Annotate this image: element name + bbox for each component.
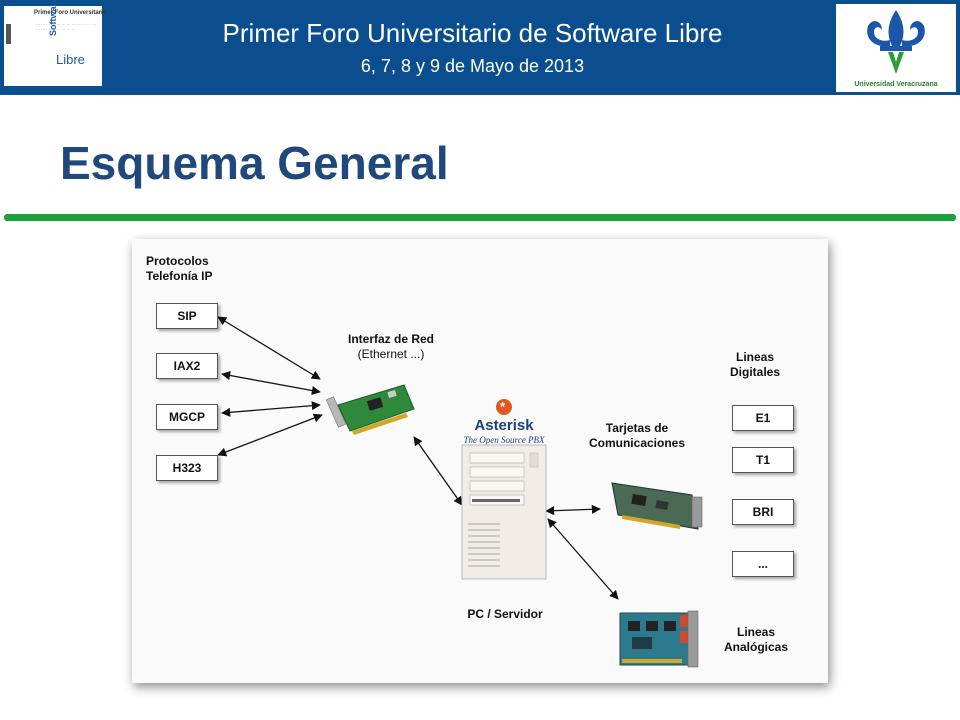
analog-card-icon (619, 610, 699, 668)
uv-logo: Universidad Veracruzana (836, 4, 956, 92)
digital-line-box-e1: E1 (732, 405, 794, 431)
analog-lines-label: Lineas Analógicas (723, 625, 789, 654)
svg-text:*: * (500, 399, 506, 414)
server-tower-icon (461, 444, 547, 580)
foro-logo: Primer Foro Universitario ··· ··· ··· ··… (4, 0, 106, 86)
digital-line-box-bri: BRI (732, 499, 794, 525)
protocols-label: Protocolos Telefonía IP (146, 254, 213, 283)
arrow-h323 (217, 413, 323, 457)
asterisk-name: Asterisk (474, 417, 534, 434)
network-card-icon (325, 384, 415, 435)
slide-title: Esquema General (60, 137, 449, 189)
arrow-server-digital-card (545, 504, 601, 516)
digital-line-box-t1: T1 (732, 447, 794, 473)
digital-line-box-more: ... (732, 551, 794, 577)
diagram-canvas: * Asterisk The Open Source PBX (217, 316, 703, 668)
logo-word-software: Software (48, 0, 58, 36)
arrow-sip (217, 316, 321, 380)
arrow-iax2 (221, 371, 321, 395)
logo-bar (6, 24, 11, 44)
logo-word-cloud: ··· ··· ··· ··· ··· ··· ··· ··· ··· ··· … (36, 22, 97, 32)
logo-title: Primer Foro Universitario (34, 10, 107, 16)
network-interface-label: Interfaz de Red (Ethernet ...) (336, 332, 446, 362)
protocol-box-sip: SIP (156, 303, 218, 329)
network-interface-title: Interfaz de Red (347, 332, 434, 346)
arrow-net-server (413, 436, 463, 506)
logo-word-libre: Libre (56, 52, 85, 67)
protocol-box-iax2: IAX2 (156, 353, 218, 379)
server-label: PC / Servidor (467, 607, 543, 621)
arrow-server-analog-card (547, 518, 619, 600)
asterisk-logo: * (496, 399, 512, 415)
protocol-box-mgcp: MGCP (156, 404, 218, 430)
title-underline (4, 214, 956, 221)
diagram-frame: * Asterisk The Open Source PBX (132, 239, 828, 683)
cards-label: Tarjetas de Comunicaciones (588, 421, 686, 450)
asterisk-tagline: The Open Source PBX (464, 435, 545, 445)
header-subtitle: 6, 7, 8 y 9 de Mayo de 2013 (360, 56, 585, 76)
protocol-box-h323: H323 (156, 455, 218, 481)
fleur-de-lis-icon (867, 10, 925, 74)
uv-logo-name: Universidad Veracruzana (854, 81, 938, 88)
header-title: Primer Foro Universitario de Software Li… (222, 18, 723, 48)
network-interface-subtitle: (Ethernet ...) (357, 347, 425, 361)
header-banner: Primer Foro Universitario ··· ··· ··· ··… (0, 0, 960, 95)
digital-card-icon (611, 482, 703, 530)
arrow-mgcp (221, 401, 321, 417)
digital-lines-label: Lineas Digitales (729, 350, 780, 379)
